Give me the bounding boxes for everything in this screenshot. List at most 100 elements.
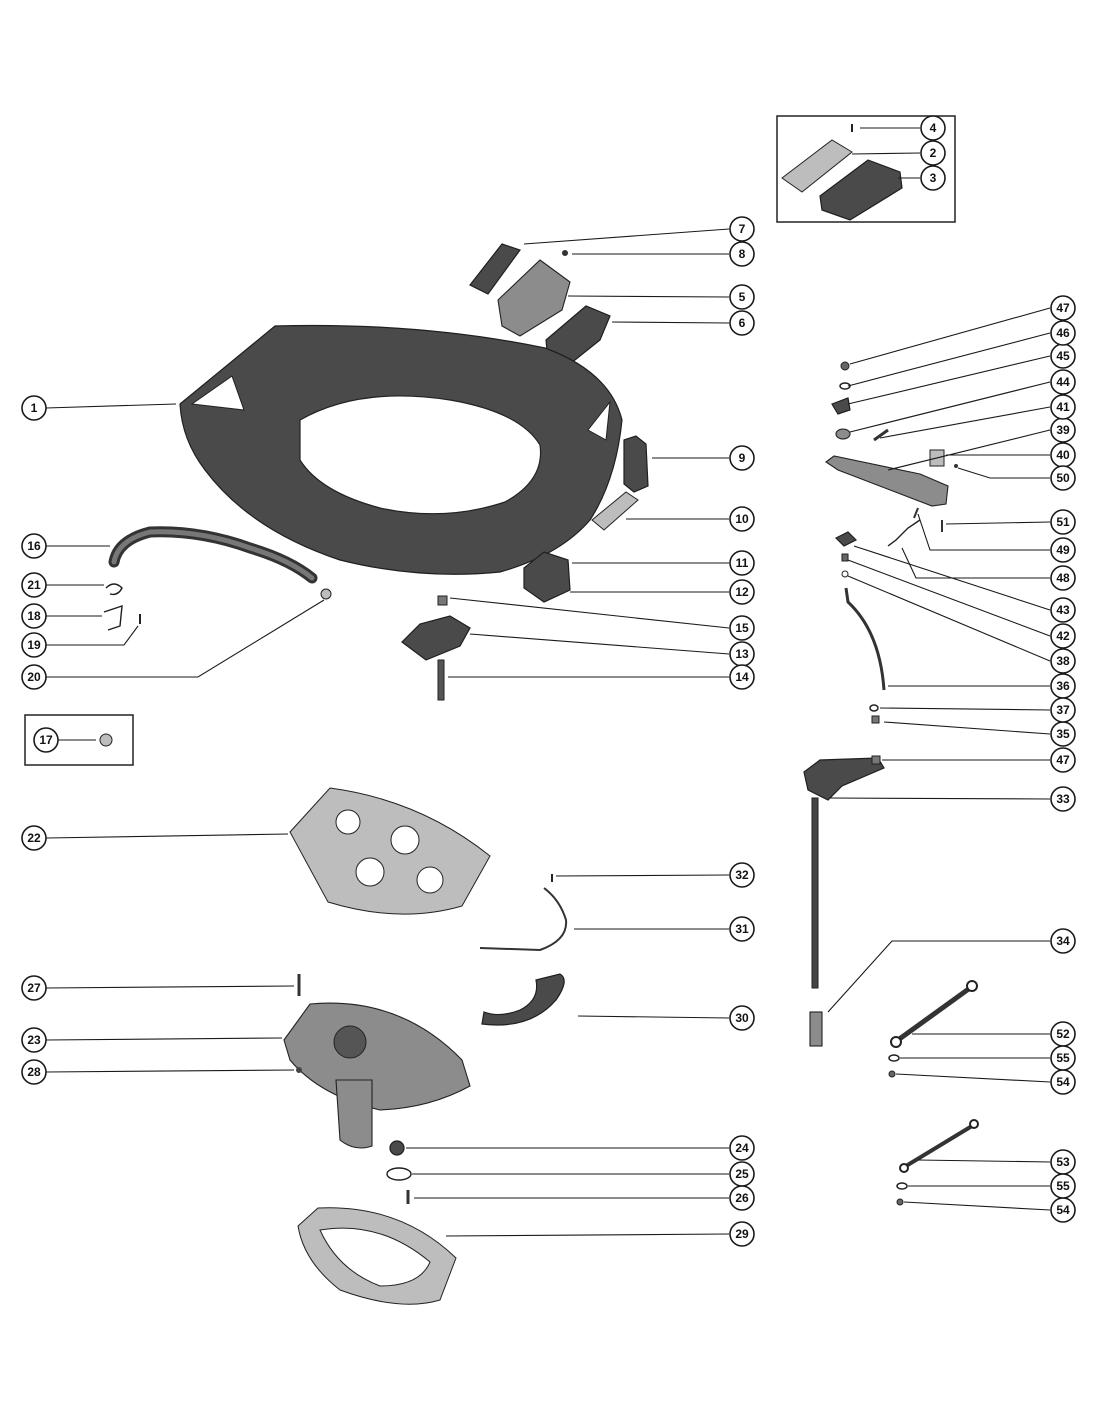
part-29-gasket	[297, 1207, 457, 1305]
callout-17: 17	[33, 727, 59, 753]
part-9-pad	[623, 435, 649, 493]
callout-25: 25	[729, 1161, 755, 1187]
part-41-screw	[873, 428, 889, 442]
callout-51: 51	[1050, 509, 1076, 535]
part-25-bracket	[386, 1167, 412, 1181]
part-39-link-arm	[825, 455, 949, 507]
callout-55-upper-label: 55	[1056, 1051, 1070, 1065]
inset-box-left	[24, 714, 134, 766]
part-2-plate	[781, 139, 853, 193]
callout-45: 45	[1050, 343, 1076, 369]
callout-6: 6	[729, 310, 755, 336]
part-45-clip	[831, 397, 851, 415]
callout-54-upper-label: 54	[1056, 1075, 1070, 1089]
callout-52: 52	[1050, 1021, 1076, 1047]
part-18-fitting	[103, 604, 123, 631]
callout-8: 8	[729, 241, 755, 267]
callout-54-upper: 54	[1050, 1069, 1076, 1095]
callout-35: 35	[1050, 721, 1076, 747]
callout-41-label: 41	[1056, 400, 1070, 414]
part-28-washer	[296, 1067, 302, 1073]
part-36-rod	[844, 587, 886, 691]
callout-24-label: 24	[735, 1141, 749, 1155]
callout-38-label: 38	[1056, 654, 1070, 668]
callout-23: 23	[21, 1027, 47, 1053]
callout-1: 1	[21, 395, 47, 421]
callout-50: 50	[1050, 465, 1076, 491]
callout-2-label: 2	[930, 146, 937, 160]
part-33-lever-arm	[803, 757, 885, 801]
part-21-clip	[105, 583, 123, 596]
callout-50-label: 50	[1056, 471, 1070, 485]
part-47-nut-bottom	[871, 755, 881, 765]
callout-26-label: 26	[735, 1191, 749, 1205]
callout-6-label: 6	[739, 316, 746, 330]
callout-55-lower-label: 55	[1056, 1179, 1070, 1193]
callout-55-upper: 55	[1050, 1045, 1076, 1071]
callout-33: 33	[1050, 786, 1076, 812]
callout-47-top-label: 47	[1056, 301, 1070, 315]
callout-8-label: 8	[739, 247, 746, 261]
callout-30: 30	[729, 1005, 755, 1031]
callout-49-label: 49	[1056, 543, 1070, 557]
callout-43-label: 43	[1056, 603, 1070, 617]
callout-17-label: 17	[39, 733, 53, 747]
callout-54-lower: 54	[1050, 1197, 1076, 1223]
callout-31: 31	[729, 916, 755, 942]
callout-15-label: 15	[735, 621, 749, 635]
part-10-plate	[591, 491, 639, 531]
callout-16-label: 16	[27, 539, 41, 553]
callout-16: 16	[21, 533, 47, 559]
callout-12-label: 12	[735, 585, 749, 599]
part-13-bracket	[401, 615, 471, 661]
part-50-pin	[954, 464, 958, 468]
part-31-seal-strip	[479, 887, 568, 952]
part-16-hose-inner	[111, 529, 315, 581]
callout-45-label: 45	[1056, 349, 1070, 363]
callout-4-label: 4	[930, 121, 937, 135]
part-22-gasket	[289, 787, 491, 915]
callout-3: 3	[920, 165, 946, 191]
callout-5: 5	[729, 284, 755, 310]
part-8-screw	[562, 250, 568, 256]
part-55-washer-b	[896, 1182, 908, 1190]
callout-13-label: 13	[735, 647, 749, 661]
callout-40: 40	[1050, 442, 1076, 468]
callout-22-label: 22	[27, 831, 41, 845]
callout-38: 38	[1050, 648, 1076, 674]
callout-47-bottom-label: 47	[1056, 753, 1070, 767]
callout-21-label: 21	[27, 578, 41, 592]
callout-22: 22	[21, 825, 47, 851]
callout-36-label: 36	[1056, 679, 1070, 693]
callout-44-label: 44	[1056, 375, 1070, 389]
part-49-screw	[913, 507, 919, 519]
callout-34: 34	[1050, 928, 1076, 954]
callout-53-label: 53	[1056, 1155, 1070, 1169]
part-53-link-rod	[899, 1119, 979, 1173]
callout-34-label: 34	[1056, 934, 1070, 948]
part-42-nut	[841, 553, 849, 562]
callout-14-label: 14	[735, 670, 749, 684]
callout-9: 9	[729, 445, 755, 471]
callout-35-label: 35	[1056, 727, 1070, 741]
callout-11-label: 11	[736, 556, 749, 570]
callout-27: 27	[21, 975, 47, 1001]
callout-23-label: 23	[27, 1033, 41, 1047]
callout-39-label: 39	[1056, 423, 1070, 437]
callout-20: 20	[21, 664, 47, 690]
part-24-nut	[389, 1140, 405, 1156]
callout-3-label: 3	[930, 171, 937, 185]
callout-1-label: 1	[31, 401, 38, 415]
part-52-link-rod	[890, 980, 978, 1048]
callout-19-label: 19	[27, 638, 41, 652]
callout-32-label: 32	[735, 868, 749, 882]
part-54-nut-a	[888, 1070, 896, 1078]
part-34-bushing	[809, 1011, 823, 1047]
callout-28: 28	[21, 1059, 47, 1085]
part-33-shaft	[811, 797, 819, 989]
callout-2: 2	[920, 140, 946, 166]
callout-39: 39	[1050, 417, 1076, 443]
callout-15: 15	[729, 615, 755, 641]
part-1-main-housing	[179, 324, 623, 575]
callout-11: 11	[729, 550, 755, 576]
